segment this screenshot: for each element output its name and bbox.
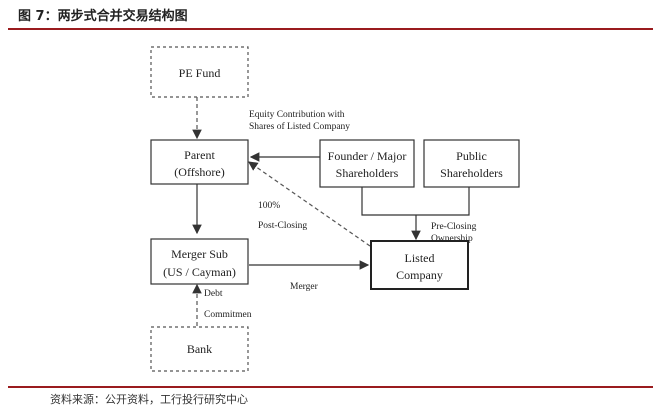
pre-closing-label-line-2: Ownership — [431, 234, 473, 244]
listed-label-line-1: Listed — [405, 251, 435, 265]
bank-label: Bank — [187, 342, 212, 356]
merger-sub-label-line-1: Merger Sub — [171, 247, 228, 261]
pe-fund-label: PE Fund — [179, 66, 221, 80]
merger-sub-label-line-2: (US / Cayman) — [163, 265, 236, 279]
bottom-rule — [8, 386, 653, 388]
parent-label-line-2: (Offshore) — [174, 165, 224, 179]
founder-node: Founder / Major Shareholders — [319, 139, 415, 188]
founder-label-line-2: Shareholders — [336, 166, 399, 180]
pre-closing-label-line-1: Pre-Closing — [431, 222, 477, 232]
merger-sub-node: Merger Sub (US / Cayman) — [150, 238, 249, 285]
listed-company-node: Listed Company — [370, 240, 469, 290]
figure-title: 图 7：两步式合并交易结构图 — [18, 9, 188, 24]
public-shareholders-node: Public Shareholders — [423, 139, 520, 188]
post-closing-label-line-1: 100% — [258, 201, 280, 211]
equity-label-line-2: Shares of Listed Company — [249, 121, 350, 132]
bank-node: Bank — [150, 326, 249, 372]
listed-label-line-2: Company — [396, 268, 443, 282]
post-closing-label-line-2: Post-Closing — [258, 221, 307, 231]
top-rule — [8, 28, 653, 30]
founder-label-line-1: Founder / Major — [328, 149, 407, 163]
debt-label-line-2: Commitmen — [204, 310, 252, 320]
public-label-line-2: Shareholders — [440, 166, 503, 180]
pe-fund-node: PE Fund — [150, 46, 249, 98]
parent-label-line-1: Parent — [184, 148, 215, 162]
source-note: 资料来源：公开资料，工行投行研究中心 — [50, 393, 248, 406]
merger-label: Merger — [290, 282, 319, 292]
listed-to-parent-dashed-arrow — [248, 161, 371, 247]
equity-label-line-1: Equity Contribution with — [249, 110, 345, 120]
ownership-bracket — [361, 187, 470, 216]
parent-node: Parent (Offshore) — [150, 139, 249, 185]
debt-label-line-1: Debt — [204, 289, 223, 299]
public-label-line-1: Public — [456, 149, 487, 163]
